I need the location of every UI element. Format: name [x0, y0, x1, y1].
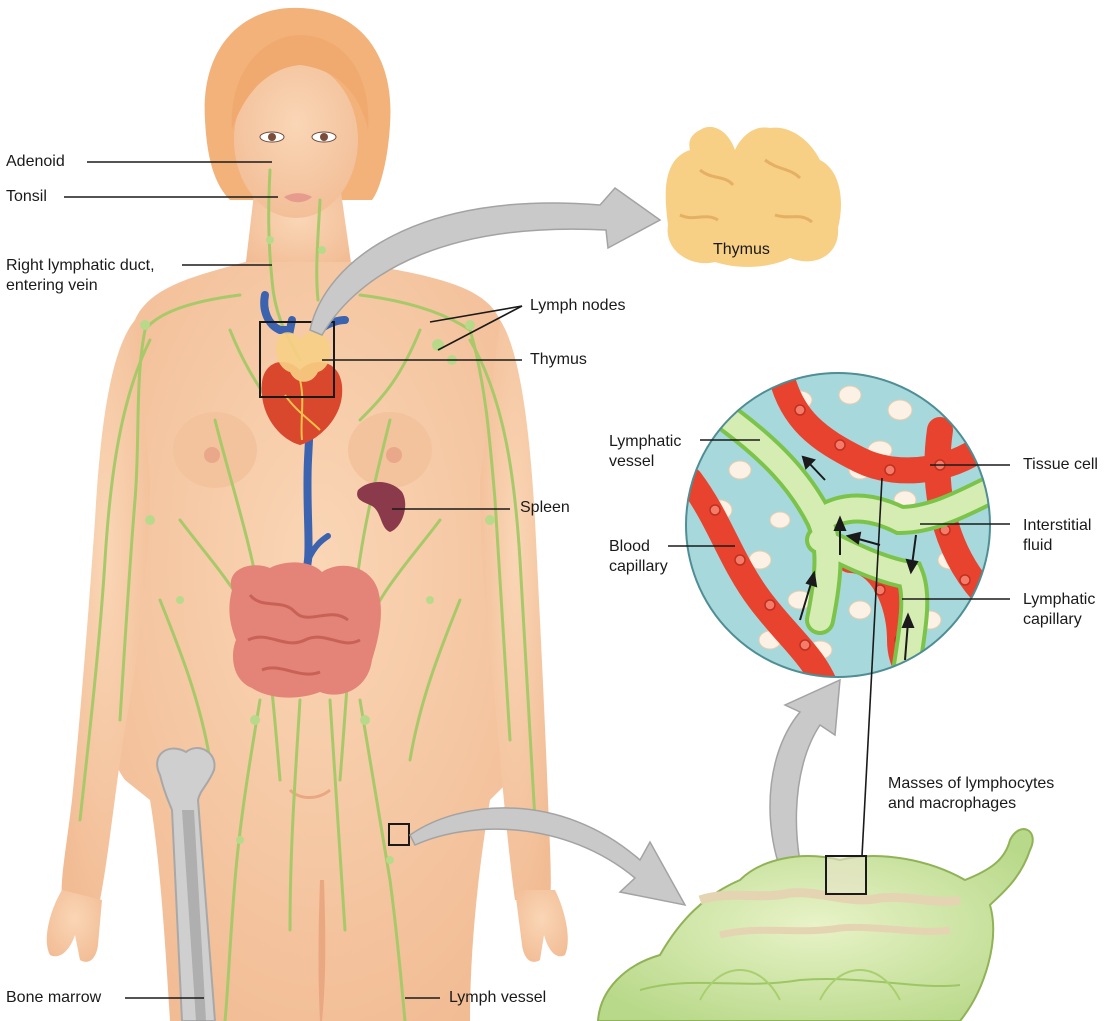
intestines	[229, 562, 381, 698]
label-lymphatic-vessel-line1: Lymphatic	[609, 433, 682, 450]
label-lymph-nodes: Lymph nodes	[530, 297, 626, 314]
label-tissue-cell: Tissue cell	[1023, 456, 1098, 473]
label-lymphatic-capillary-line1: Lymphatic	[1023, 591, 1096, 608]
label-thymus: Thymus	[530, 351, 587, 368]
leader-lines	[64, 161, 1010, 999]
label-bone-marrow: Bone marrow	[6, 989, 102, 1006]
thymus-on-body	[275, 331, 331, 382]
left-arm	[61, 320, 150, 900]
label-blood-capillary-line2: capillary	[609, 558, 668, 575]
label-lymph-vessel: Lymph vessel	[449, 989, 547, 1006]
arrow-to-thymus	[309, 186, 662, 336]
label-tonsil: Tonsil	[6, 188, 47, 205]
spleen	[357, 481, 406, 532]
femur-bone	[156, 747, 217, 1021]
label-spleen: Spleen	[520, 499, 570, 516]
arrow-to-capillary	[769, 678, 841, 911]
lymph-node-cross-section	[596, 828, 1034, 1021]
callout-arrows	[309, 186, 841, 911]
lymph-vessel-callout-box	[388, 823, 410, 846]
label-thymus-detail: Thymus	[713, 241, 770, 258]
label-masses-line2: and macrophages	[888, 795, 1017, 812]
face	[234, 62, 358, 218]
label-lymphatic-vessel-line2: vessel	[609, 453, 655, 470]
label-lymphatic-capillary-line2: capillary	[1023, 611, 1082, 628]
lymph-nodes-on-body	[140, 236, 495, 864]
label-interstitial-fluid-line1: Interstitial	[1023, 517, 1092, 534]
thymus-detail-illustration	[665, 126, 841, 267]
lymphatic-vessel-network	[78, 168, 537, 1021]
label-right-lymphatic-duct-line1: Right lymphatic duct,	[6, 257, 155, 274]
label-interstitial-fluid-line2: fluid	[1023, 537, 1053, 554]
label-right-lymphatic-duct-line2: entering vein	[6, 277, 98, 294]
arrow-to-node	[409, 807, 687, 907]
label-blood-capillary-line1: Blood	[609, 538, 650, 555]
capillary-detail-circle	[685, 372, 991, 678]
left-hand	[46, 890, 102, 962]
label-masses-line1: Masses of lymphocytes	[888, 775, 1055, 792]
label-adenoid: Adenoid	[6, 153, 65, 170]
right-arm	[480, 320, 551, 900]
right-hand	[515, 890, 568, 962]
leg-gap	[318, 880, 326, 1021]
hair-fringe	[231, 35, 369, 130]
masses-callout-box	[825, 855, 867, 895]
